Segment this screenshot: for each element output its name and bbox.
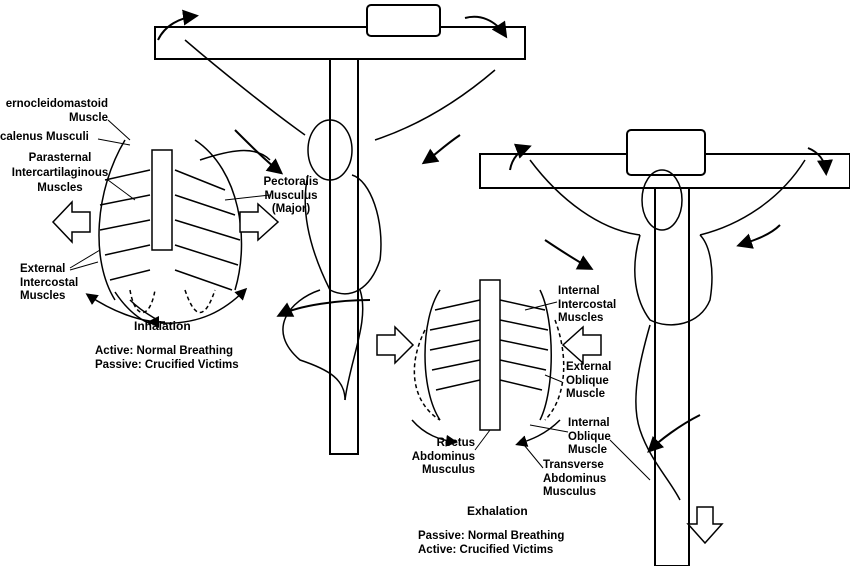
label-line: Intercostal [558, 298, 617, 311]
label-line: Oblique [566, 374, 609, 387]
label-line: Muscles [20, 290, 66, 302]
arrow-down-icon [686, 506, 724, 545]
label-line: Muscle [566, 388, 605, 400]
label-line: Muscle [568, 444, 607, 456]
label-line: Parasternal [28, 152, 92, 164]
label-line: Intercostal [20, 276, 79, 289]
label-scalenus: calenus Musculi [0, 131, 89, 143]
label-line: Musculus [543, 486, 597, 498]
label-line: Musculus [421, 464, 475, 476]
label-line: External [20, 263, 66, 275]
label-line: Muscle [69, 111, 108, 124]
arrow-left-icon [51, 200, 91, 244]
label-line: Rectus [436, 437, 475, 449]
label-line: Pectoralis [263, 176, 319, 188]
exhalation-title: Exhalation [467, 504, 528, 518]
note-line: Active: Crucified Victims [418, 543, 554, 556]
label-line: (Major) [271, 203, 311, 215]
arrow-right-icon [239, 202, 280, 242]
note-line: Passive: Normal Breathing [418, 530, 565, 542]
label-line: Intercartilaginous [11, 167, 109, 179]
label-line: Oblique [568, 430, 611, 443]
arrow-right-icon [376, 325, 415, 365]
label-line: Muscles [37, 182, 83, 194]
inhalation-title: Inhalation [134, 319, 191, 333]
label-line: Abdominus [411, 450, 475, 463]
label-line: Abdominus [543, 472, 607, 485]
cross-left [154, 4, 526, 455]
block-arrows [51, 200, 724, 545]
arrow-left-icon [561, 325, 602, 365]
label-line: Transverse [543, 459, 604, 471]
label-line: Musculus [264, 189, 318, 202]
ribcage-exhalation [411, 279, 565, 447]
ribcage-inhalation [85, 139, 271, 328]
crucified-figure-right [529, 159, 806, 501]
label-line: Muscles [558, 312, 604, 324]
note-line: Active: Normal Breathing [95, 345, 234, 357]
label-line: Internal [558, 285, 600, 297]
label-line: External [566, 361, 612, 373]
leader-lines [69, 119, 651, 481]
note-line: Passive: Crucified Victims [95, 358, 239, 371]
motion-arrows [157, 9, 833, 453]
label-line: ernocleidomastoid [5, 98, 108, 110]
label-line: Internal [568, 417, 610, 429]
